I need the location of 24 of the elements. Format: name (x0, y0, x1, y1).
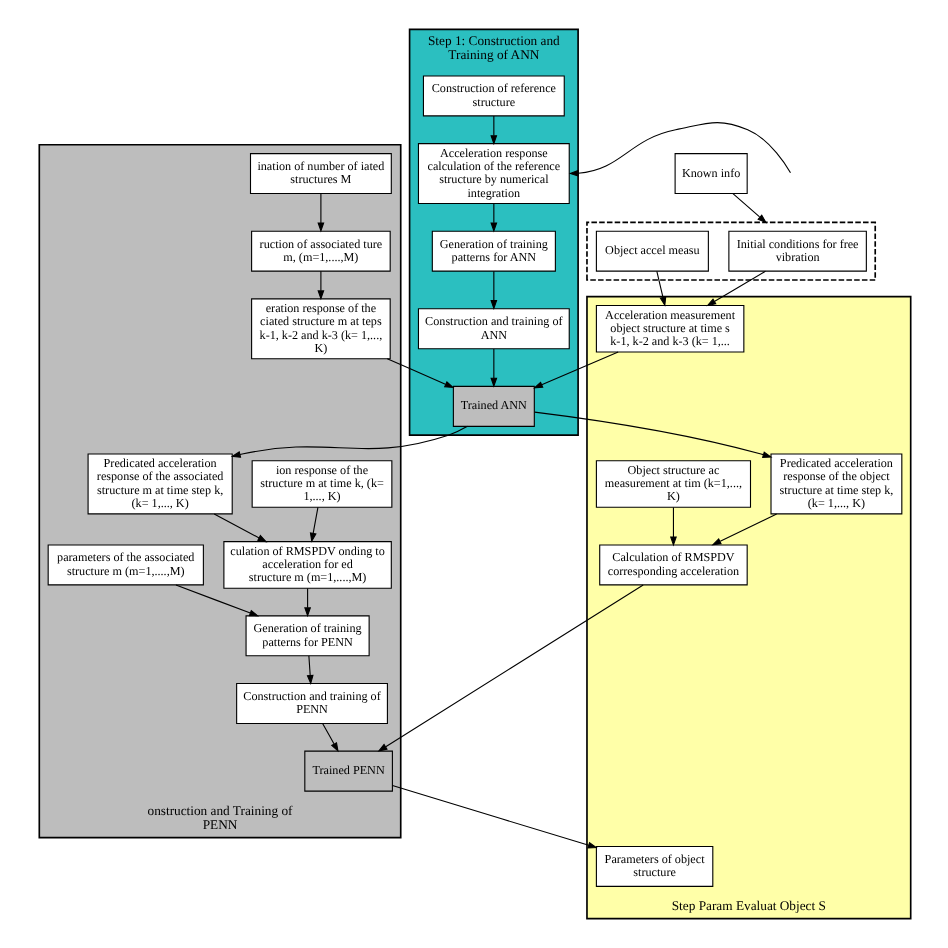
arrow (710, 513, 777, 546)
arrow (321, 722, 338, 753)
arrow (308, 506, 318, 543)
arrow (731, 193, 767, 224)
arrow (316, 193, 324, 233)
arrow (567, 122, 791, 177)
arrow (174, 584, 259, 617)
cluster (585, 221, 876, 281)
arrow (533, 411, 772, 458)
arrow (229, 425, 467, 458)
arrow (305, 655, 313, 685)
arrow (376, 584, 643, 752)
arrow (390, 785, 597, 849)
arrow (655, 270, 666, 307)
arrow (489, 348, 497, 388)
arrow (668, 506, 676, 547)
arrow (316, 270, 324, 301)
arrow (489, 203, 497, 233)
arrow (212, 513, 267, 543)
arrow (385, 358, 454, 389)
arrow (531, 351, 618, 389)
arrow (303, 587, 311, 618)
arrow (489, 115, 497, 146)
arrow (489, 270, 497, 311)
